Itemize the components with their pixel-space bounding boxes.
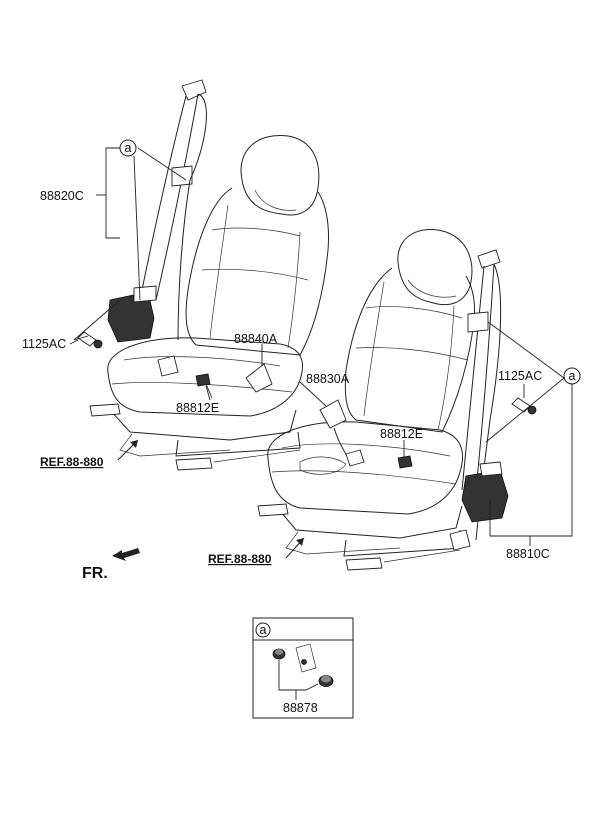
right-bolt-88812E (397, 455, 413, 469)
callout-a-right-text: a (569, 369, 576, 383)
front-label: FR. (82, 565, 108, 582)
ref-label-left: REF.88-880 (40, 455, 104, 469)
callout-a-left-text: a (125, 141, 132, 155)
front-direction-arrow (112, 548, 140, 561)
part-label-88830A: 88830A (306, 372, 350, 386)
left-bolt-88812E (195, 373, 213, 399)
left-belt-assembly-88820C (107, 79, 207, 377)
part-label-88820C: 88820C (40, 189, 84, 203)
inset-callout-text: a (260, 623, 267, 637)
part-label-88878: 88878 (283, 701, 318, 715)
right-buckle-88830A (319, 399, 365, 467)
left-seat (89, 134, 329, 471)
right-seat (257, 229, 475, 571)
ref-label-right: REF.88-880 (208, 552, 272, 566)
leader-lines (69, 147, 573, 546)
right-belt-assembly-88810C (449, 249, 509, 551)
right-bolt-1125AC (511, 397, 537, 415)
left-buckle-88840A (245, 352, 273, 393)
left-bolt-1125AC (77, 331, 103, 349)
part-label-88810C: 88810C (506, 547, 550, 561)
ref-arrow-left (117, 439, 139, 461)
callout-a-left: a (119, 139, 137, 157)
callout-a-right: a (563, 367, 581, 385)
part-label-1125AC-right: 1125AC (498, 369, 542, 383)
part-label-1125AC-left: 1125AC (22, 337, 66, 351)
cap-part-icon (272, 643, 334, 687)
inset-box: a 88878 (252, 617, 354, 719)
part-label-88840A: 88840A (234, 332, 278, 346)
part-label-88812E-left: 88812E (176, 401, 219, 415)
ref-arrow-right (285, 537, 305, 559)
part-label-88812E-right: 88812E (380, 427, 423, 441)
